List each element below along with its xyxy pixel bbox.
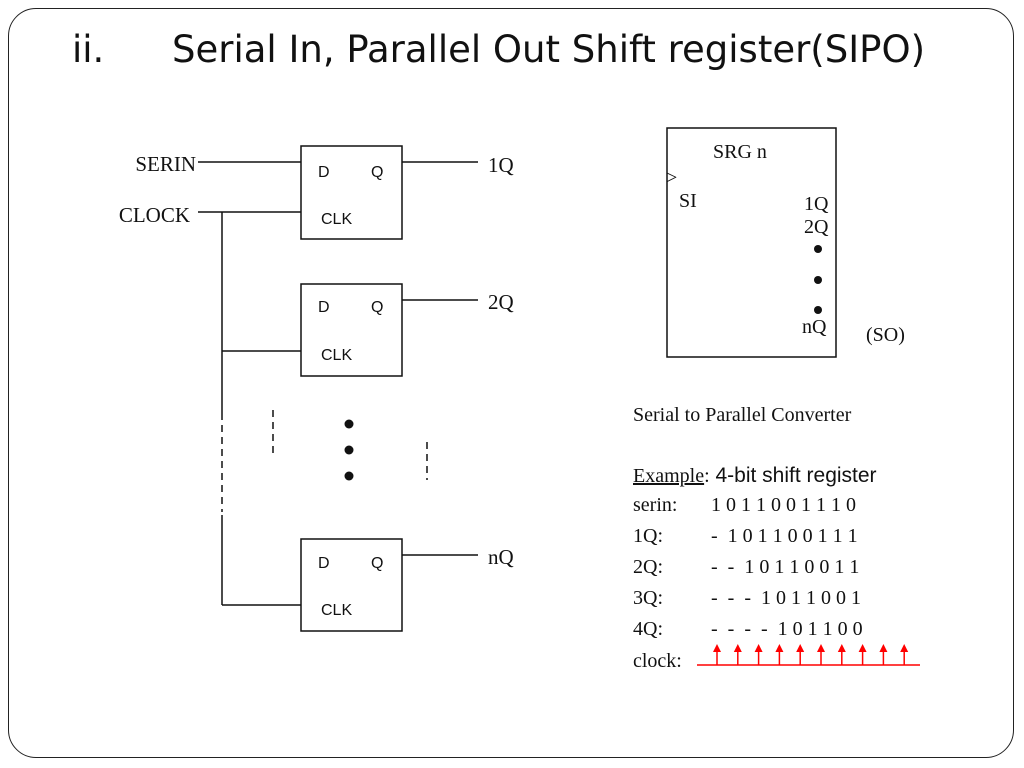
ffn-q-label: Q — [371, 555, 383, 572]
row-4q: 4Q: - - - - 1 0 1 1 0 0 — [633, 616, 863, 642]
flipflop-2 — [300, 283, 403, 377]
description-text: Serial to Parallel Converter — [633, 404, 852, 426]
srg-ellipsis-dot — [814, 245, 822, 253]
clock-edge-arrow — [796, 644, 805, 665]
row-values: - - - 1 0 1 1 0 0 1 — [711, 587, 861, 609]
ellipsis-dot — [344, 445, 354, 455]
clock-edge-arrow — [754, 644, 763, 665]
ff1-clk-label: CLK — [321, 211, 352, 228]
output-label-1q: 1Q — [488, 153, 514, 177]
slide-frame — [8, 8, 1014, 758]
srg-symbol-box — [666, 127, 837, 358]
clock-edge-arrow — [817, 644, 825, 665]
srg-output-2q: 2Q — [804, 216, 829, 238]
clock-edge-arrow — [713, 644, 721, 665]
clock-edge-arrow — [858, 644, 867, 665]
row-label: serin: — [633, 494, 678, 516]
ff2-d-label: D — [318, 299, 330, 316]
output-label-nq: nQ — [488, 545, 514, 569]
ffn-d-label: D — [318, 555, 330, 572]
example-heading: Example: 4-bit shift register — [633, 463, 877, 489]
row-values: - 1 0 1 1 0 0 1 1 1 — [711, 525, 858, 547]
example-separator: : — [704, 465, 710, 487]
clock-edge-arrow — [775, 644, 784, 665]
srg-output-nq: nQ — [802, 316, 827, 338]
row-label: 2Q: — [633, 556, 663, 578]
ff1-d-label: D — [318, 164, 330, 181]
clock-label: CLOCK — [119, 203, 190, 227]
row-values: - - 1 0 1 1 0 0 1 1 — [711, 556, 860, 578]
example-text: 4-bit shift register — [709, 464, 877, 487]
ff1-q-label: Q — [371, 164, 383, 181]
flipflop-n — [300, 538, 403, 632]
srg-ellipsis-dot — [814, 276, 822, 284]
srg-ellipsis-dot — [814, 306, 822, 314]
srg-output-1q: 1Q — [804, 193, 829, 215]
row-label: 4Q: — [633, 618, 663, 640]
ff2-q-label: Q — [371, 299, 383, 316]
row-serin: serin: 1 0 1 1 0 0 1 1 1 0 — [633, 492, 856, 518]
ellipsis-dot — [344, 419, 354, 429]
srg-so-label: (SO) — [866, 324, 905, 346]
output-label-2q: 2Q — [488, 290, 514, 314]
row-1q: 1Q: - 1 0 1 1 0 0 1 1 1 — [633, 523, 858, 549]
clock-edge-arrow — [900, 644, 909, 665]
title-text: Serial In, Parallel Out Shift register(S… — [172, 28, 926, 71]
slide-title: ii. Serial In, Parallel Out Shift registe… — [72, 28, 1002, 71]
row-values: - - - - 1 0 1 1 0 0 — [711, 618, 863, 640]
row-label: 1Q: — [633, 525, 663, 547]
ellipsis-dot — [344, 471, 354, 481]
row-values: 1 0 1 1 0 0 1 1 1 0 — [711, 494, 856, 516]
clock-row-label: clock: — [633, 650, 682, 672]
title-number: ii. — [72, 28, 105, 71]
example-label: Example — [633, 465, 705, 487]
serin-label: SERIN — [135, 152, 196, 176]
ff2-clk-label: CLK — [321, 347, 352, 364]
srg-name: SRG n — [713, 141, 767, 163]
row-3q: 3Q: - - - 1 0 1 1 0 0 1 — [633, 585, 861, 611]
srg-si-label: SI — [679, 190, 697, 212]
clock-edge-arrow — [733, 644, 742, 665]
clock-edge-arrow — [837, 644, 846, 665]
example-table: serin: 1 0 1 1 0 0 1 1 1 0 1Q: - 1 0 1 1 0… — [633, 492, 933, 640]
clock-edge-arrow — [879, 644, 888, 665]
flipflop-1 — [300, 145, 403, 240]
row-label: 3Q: — [633, 587, 663, 609]
ffn-clk-label: CLK — [321, 602, 352, 619]
row-2q: 2Q: - - 1 0 1 1 0 0 1 1 — [633, 554, 859, 580]
srg-clock-marker: > — [666, 167, 677, 189]
clock-edge-arrows — [713, 644, 909, 665]
